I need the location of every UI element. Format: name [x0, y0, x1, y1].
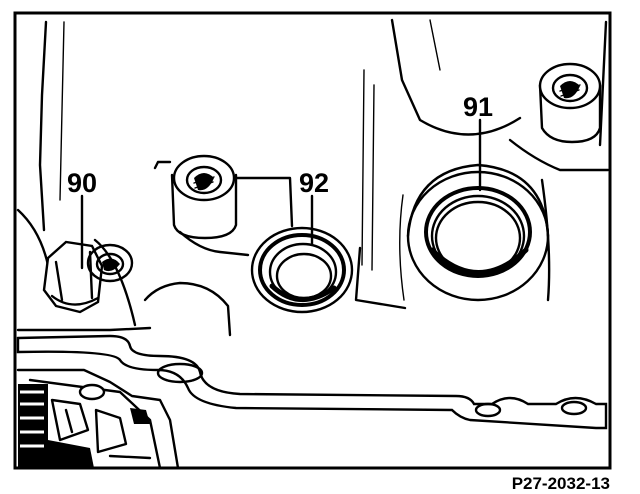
- leader-lines: [80, 118, 482, 270]
- housing-outline: [16, 18, 610, 337]
- callout-90: 90: [67, 168, 97, 198]
- seal-ring-91: [406, 163, 550, 302]
- callout-92: 92: [299, 168, 329, 198]
- seal-ring-92: [250, 226, 354, 314]
- callout-91: 91: [463, 92, 493, 122]
- boss-top-center: [170, 154, 238, 240]
- bolt-90: [42, 240, 134, 314]
- valve-body: [16, 368, 180, 470]
- boss-top-right: [538, 62, 602, 144]
- gasket-rail: [16, 334, 608, 430]
- figure-reference-code: P27-2032-13: [512, 474, 610, 493]
